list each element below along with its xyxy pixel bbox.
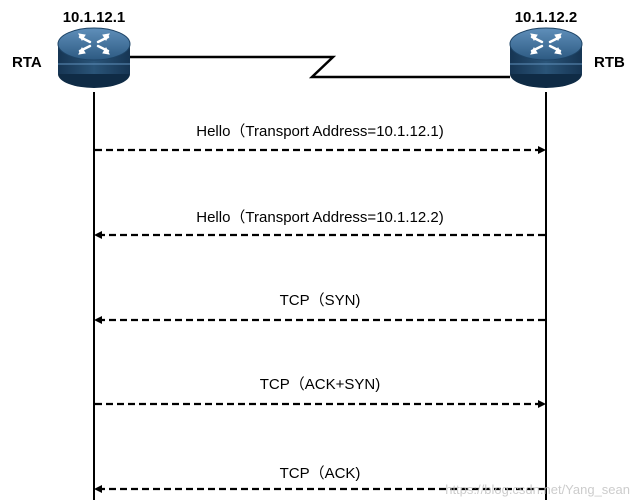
router-a-name: RTA bbox=[12, 54, 42, 71]
router-b-name: RTB bbox=[594, 54, 625, 71]
message-label: TCP（SYN) bbox=[280, 292, 361, 309]
router-icon bbox=[57, 27, 131, 88]
message-label: TCP（ACK) bbox=[280, 465, 361, 482]
watermark: https://blog.csdn.net/Yang_sean bbox=[445, 482, 630, 497]
message-label: Hello（Transport Address=10.1.12.2) bbox=[196, 209, 444, 226]
serial-link bbox=[128, 55, 510, 79]
message-label: Hello（Transport Address=10.1.12.1) bbox=[196, 123, 444, 140]
message-label: TCP（ACK+SYN) bbox=[260, 376, 380, 393]
router-icon bbox=[509, 27, 583, 88]
router-b-address: 10.1.12.2 bbox=[515, 9, 578, 26]
router-a-address: 10.1.12.1 bbox=[63, 9, 126, 26]
